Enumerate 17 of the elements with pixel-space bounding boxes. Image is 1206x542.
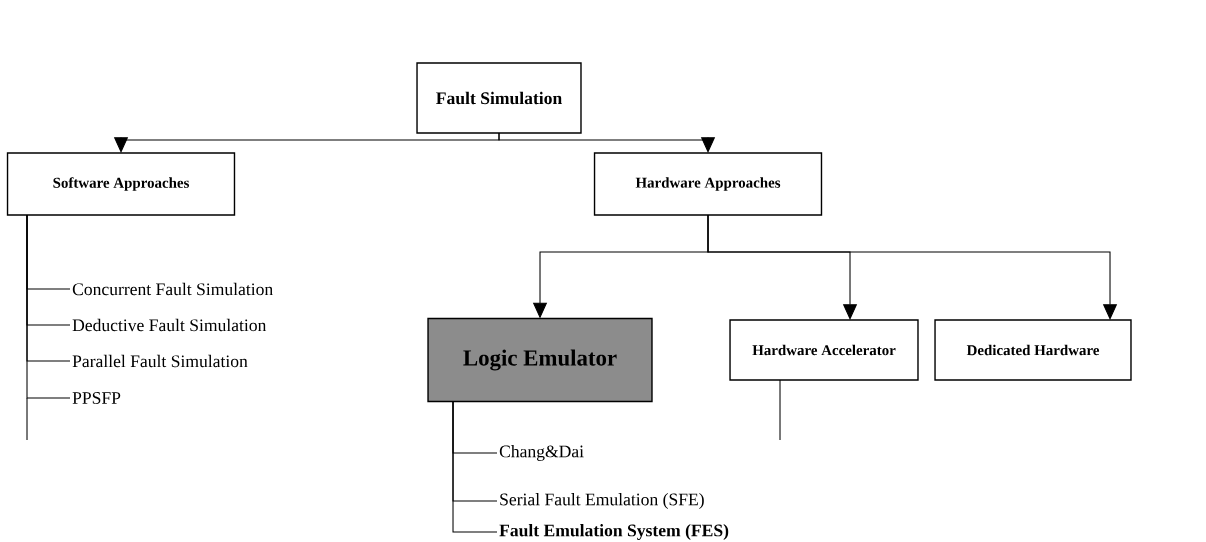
category-box: Software Approaches (6, 152, 236, 216)
arrow (498, 132, 716, 153)
list-item: Deductive Fault Simulation (72, 318, 267, 332)
list-item: PPSFP (72, 392, 121, 404)
root-box: Fault Simulation (416, 62, 582, 134)
category-box: Hardware Approaches (593, 152, 823, 216)
list-item: Serial Fault Emulation (SFE) (500, 493, 704, 509)
list-item: Chang&Dai (499, 445, 584, 461)
arrow (707, 214, 1118, 320)
list-item: Fault Emulation System (FES) (499, 524, 729, 540)
highlighted-box: Logic Emulator (427, 317, 653, 403)
method-box: Dedicated Hardware (934, 319, 1132, 381)
list-item: Parallel Fault Simulation (72, 354, 248, 368)
list-item: Concurrent Fault Simulation (72, 282, 273, 296)
method-box: Hardware Accelerator (729, 319, 919, 381)
tree-line (26, 214, 71, 399)
tree-line (452, 400, 498, 533)
